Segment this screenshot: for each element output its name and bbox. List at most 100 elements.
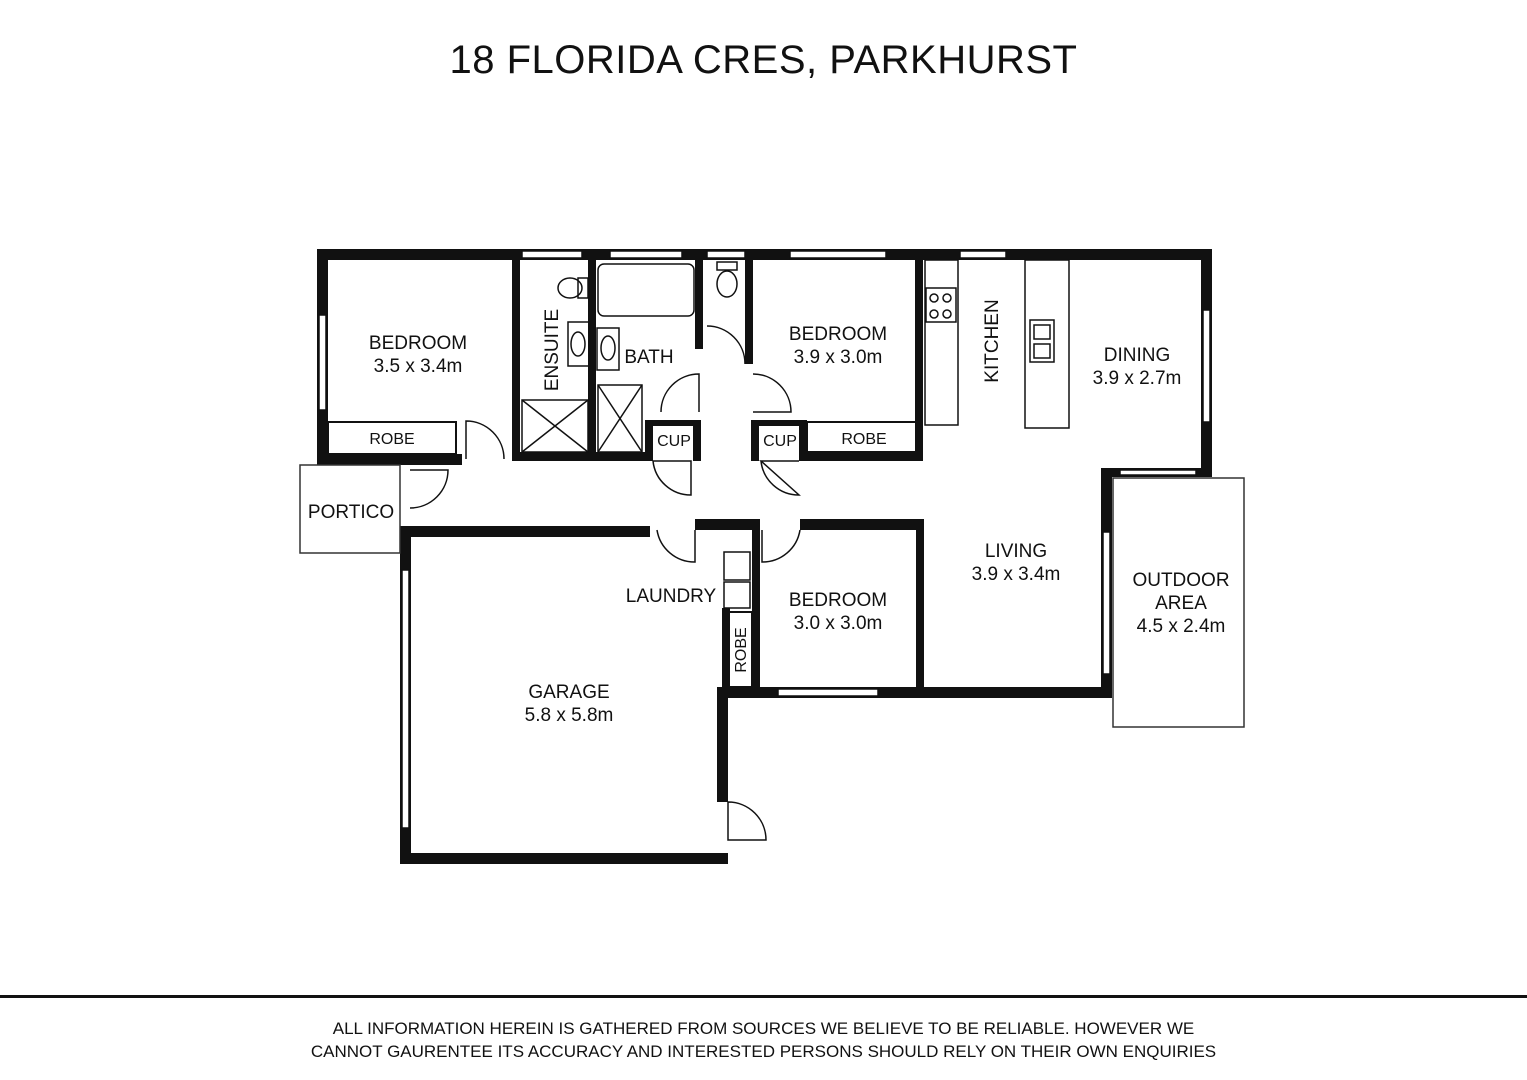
- wall-bedroom2-bottom: [799, 452, 921, 461]
- ensuite-basin-icon: [567, 321, 591, 367]
- wall-cup1-left: [645, 420, 653, 461]
- wall-bath-bottom: [512, 452, 647, 461]
- kitchen-sink-icon: [1029, 319, 1055, 363]
- cooktop-icon: [925, 287, 957, 323]
- wall-cup1-right: [693, 420, 701, 461]
- door-bath: [660, 373, 700, 413]
- portico-name: PORTICO: [308, 502, 394, 523]
- bathtub-icon: [597, 263, 695, 317]
- bedroom3-name: BEDROOM: [789, 590, 887, 611]
- wall-ensuite-bath: [588, 249, 596, 459]
- outdoor-box: [1112, 477, 1245, 728]
- robe2-name: ROBE: [841, 431, 886, 448]
- toilet-wc-icon: [716, 270, 738, 298]
- ensuite-name: ENSUITE: [542, 309, 563, 391]
- wall-bedroom3-top: [800, 519, 922, 530]
- wall-cup2-left: [751, 420, 759, 461]
- robe-bedroom1-box: [327, 421, 457, 455]
- dining-name: DINING: [1104, 345, 1171, 366]
- laundry-name: LAUNDRY: [626, 586, 717, 607]
- disclaimer-line-2: CANNOT GAURENTEE ITS ACCURACY AND INTERE…: [310, 1042, 1217, 1061]
- outdoor-size: 4.5 x 2.4m: [1137, 616, 1226, 637]
- robe-bedroom2-box: [806, 421, 918, 453]
- wall-bedroom3-right: [916, 519, 924, 694]
- wall-bedroom2-left: [745, 249, 753, 364]
- outdoor-name2: AREA: [1155, 593, 1207, 614]
- bedroom3-size: 3.0 x 3.0m: [794, 613, 883, 634]
- window-ensuite: [521, 250, 583, 259]
- wall-garage-top: [400, 526, 650, 537]
- door-laundry: [656, 529, 696, 563]
- bedroom1-name: BEDROOM: [369, 333, 467, 354]
- dining-size: 3.9 x 2.7m: [1093, 368, 1182, 389]
- cup1-name: CUP: [657, 433, 691, 450]
- bath-shower-icon: [597, 384, 643, 453]
- bedroom1-size: 3.5 x 3.4m: [374, 356, 463, 377]
- wall-cup2-right: [799, 420, 807, 461]
- wall-laundry-top: [695, 519, 757, 530]
- fixtures: [521, 259, 1070, 609]
- wall-top: [317, 249, 1212, 260]
- page-title: 18 FLORIDA CRES, PARKHURST: [449, 38, 1078, 82]
- living-name: LIVING: [985, 541, 1047, 562]
- laundry-tub-icon: [723, 551, 751, 581]
- wall-cup1-top: [645, 420, 700, 426]
- bath-name: BATH: [624, 347, 673, 368]
- kitchen-name: KITCHEN: [982, 299, 1003, 382]
- door-cup2: [759, 460, 801, 496]
- doors: [409, 325, 801, 841]
- island-bench-icon: [1024, 259, 1070, 429]
- robe1-name: ROBE: [369, 431, 414, 448]
- window-dining: [1202, 309, 1211, 423]
- door-bedroom3: [761, 529, 801, 563]
- door-garage: [727, 801, 767, 841]
- wall-wc-left: [695, 249, 703, 349]
- window-garage: [401, 569, 410, 829]
- living-size: 3.9 x 3.4m: [972, 564, 1061, 585]
- wall-bedroom-bottom: [317, 454, 462, 465]
- window-kitchen: [959, 250, 1007, 259]
- garage-name: GARAGE: [528, 682, 609, 703]
- window-outdoor: [1119, 469, 1197, 476]
- disclaimer-line-1: ALL INFORMATION HEREIN IS GATHERED FROM …: [332, 1019, 1195, 1038]
- wall-ensuite-left: [512, 249, 520, 459]
- window-bedroom2: [789, 250, 887, 259]
- wall-garage-bottom: [400, 853, 728, 864]
- wall-garage-right: [717, 687, 728, 802]
- footer-divider: [0, 995, 1527, 998]
- wall-bedroom2-right: [915, 249, 923, 461]
- wall-cup2-top: [751, 420, 806, 426]
- kitchen-bench-icon: [924, 259, 959, 426]
- bath-basin-icon: [596, 327, 620, 371]
- window-bath: [609, 250, 683, 259]
- robes: [327, 421, 918, 688]
- door-wc: [706, 325, 746, 365]
- door-portico: [409, 469, 449, 509]
- wall-robe3-left: [722, 608, 730, 694]
- garage-size: 5.8 x 5.8m: [525, 705, 614, 726]
- bedroom2-name: BEDROOM: [789, 324, 887, 345]
- room-labels: BEDROOM 3.5 x 3.4m ENSUITE BATH BEDROOM …: [308, 299, 1230, 726]
- ensuite-shower-icon: [521, 399, 589, 453]
- cup2-name: CUP: [763, 433, 797, 450]
- toilet-ensuite-icon: [557, 277, 583, 299]
- robe3-name: ROBE: [733, 627, 750, 672]
- laundry-appliance-icon: [723, 581, 751, 609]
- interior-walls: [512, 249, 924, 694]
- bedroom2-size: 3.9 x 3.0m: [794, 347, 883, 368]
- door-bedroom1: [465, 420, 505, 460]
- outdoor-name: OUTDOOR: [1132, 570, 1229, 591]
- windows: [318, 250, 1211, 829]
- door-cup1: [652, 460, 692, 496]
- door-bedroom2: [752, 373, 792, 413]
- robe-bedroom3-box: [727, 611, 753, 688]
- window-living: [1102, 531, 1111, 675]
- window-bedroom1: [318, 314, 327, 411]
- wall-portico-join: [400, 526, 410, 556]
- wall-laundry-right: [752, 519, 760, 694]
- outside-areas: [299, 464, 1245, 728]
- window-bedroom3: [777, 688, 879, 697]
- portico-box: [299, 464, 401, 554]
- window-wc: [706, 250, 746, 259]
